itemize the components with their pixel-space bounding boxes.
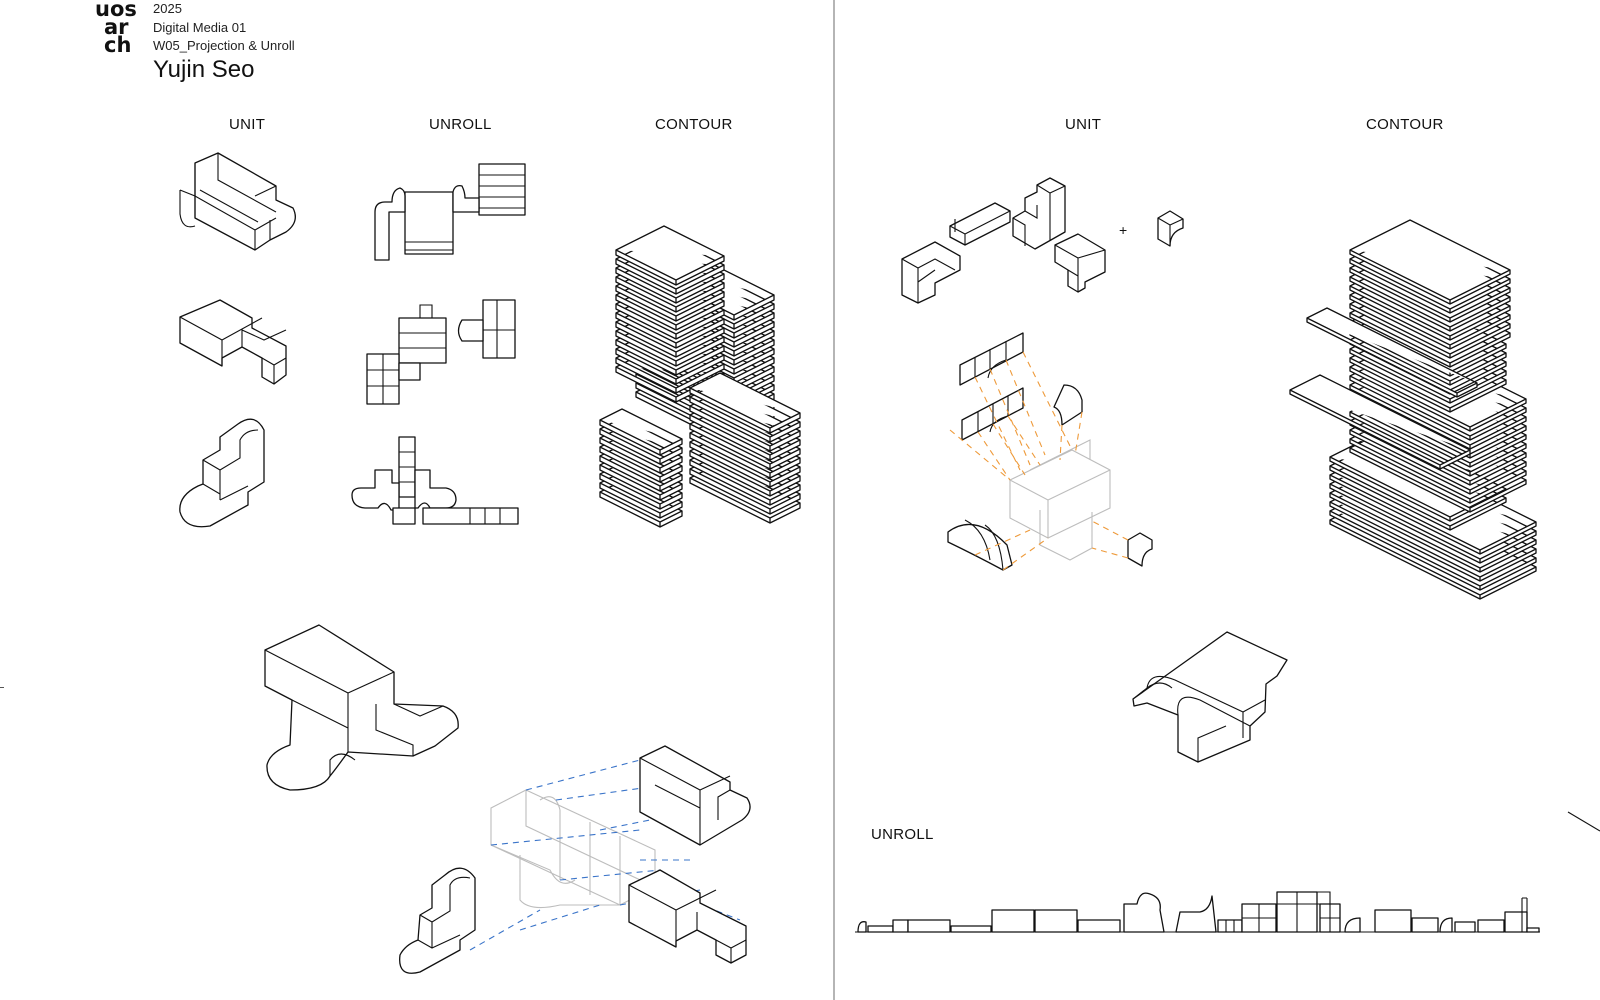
contour-slab [615, 225, 725, 286]
contour-slab [1289, 374, 1471, 470]
projected-piece-top-right [639, 745, 751, 846]
right-assembled-unit [1132, 631, 1288, 763]
left-contour-model [599, 225, 801, 528]
assembled-model [264, 624, 459, 791]
right-unit-piece-3 [1012, 177, 1066, 250]
unroll-strip [855, 891, 1540, 933]
unit-model-2 [179, 299, 287, 385]
edge-slash-mark [1567, 811, 1600, 832]
right-unit-piece-1 [901, 241, 961, 304]
contour-slab [1306, 307, 1478, 398]
projection-lines-orange [949, 351, 1129, 571]
projected-piece-right [628, 869, 747, 964]
exploded-ghost [1009, 439, 1111, 561]
unroll-pattern-2 [366, 299, 516, 405]
contour-slab [689, 372, 801, 434]
right-unit-label: UNIT [1065, 116, 1102, 133]
year-text: 2025 [153, 1, 182, 16]
contour-slab [599, 408, 683, 456]
left-unit-label: UNIT [229, 116, 266, 133]
unroll-pattern-1 [374, 163, 526, 261]
right-contour-model [1289, 219, 1537, 600]
contour-slab [599, 435, 683, 483]
edge-tick [0, 687, 4, 688]
course-text: Digital Media 01 [153, 19, 247, 35]
svg-text:ch: ch [104, 33, 131, 56]
unroll-pattern-3 [351, 436, 519, 525]
exploded-pieces [947, 332, 1153, 571]
assignment-text: W05_Projection & Unroll [153, 38, 295, 53]
left-unroll-label: UNROLL [429, 116, 492, 133]
right-unit-piece-4 [1054, 233, 1106, 293]
left-contour-label: CONTOUR [655, 116, 733, 133]
right-contour-label: CONTOUR [1366, 116, 1444, 133]
right-unit-piece-2 [949, 202, 1011, 246]
panel-divider [833, 0, 835, 1000]
projected-piece-left [399, 867, 476, 974]
unit-model-1 [179, 152, 296, 251]
svg-text:ar: ar [104, 15, 129, 39]
author-name: Yujin Seo [153, 56, 255, 83]
right-unroll-label: UNROLL [871, 826, 934, 843]
uos-arch-logo: uos ar ch [95, 0, 145, 57]
contour-slab [1349, 219, 1511, 305]
svg-text:uos: uos [95, 0, 137, 21]
right-unit-corner-piece [1157, 210, 1184, 247]
plus-sign: + [1119, 222, 1128, 238]
unit-model-3 [179, 418, 265, 528]
course-meta: 2025 Digital Media 01 W05_Projection & U… [153, 0, 295, 56]
